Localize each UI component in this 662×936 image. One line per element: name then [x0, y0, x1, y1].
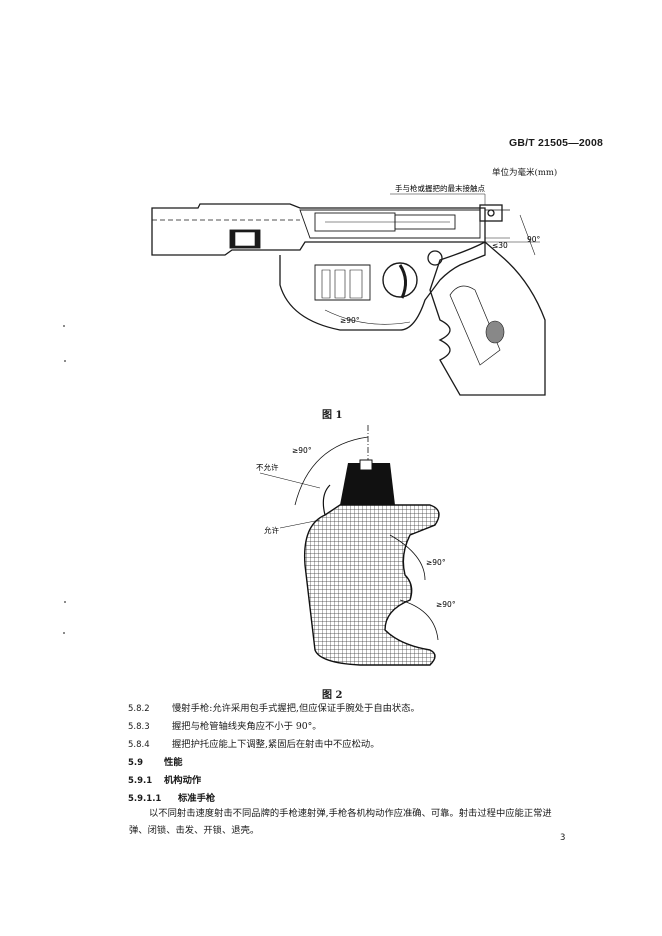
unit-note: 单位为毫米(mm) [492, 168, 558, 178]
scan-speck [64, 360, 66, 362]
figure-1-pistol-drawing: 手与枪或握把的最末接触点 ≤30 90° ≥90° [151, 183, 546, 396]
clause-5-8-4: 5.8.4 握把护托应能上下调整,紧固后在射击中不应松动。 [128, 736, 380, 750]
clause-text: 握把护托应能上下调整,紧固后在射击中不应松动。 [172, 739, 380, 750]
standard-number: GB/T 21505—2008 [509, 137, 604, 149]
clause-number: 5.9 [128, 758, 144, 768]
scan-speck [63, 632, 65, 634]
body-paragraph: 以不同射击速度射击不同品牌的手枪速射弹,手枪各机构动作应准确、可靠。射击过程中应… [129, 808, 552, 836]
clause-number: 5.9.1.1 [128, 794, 162, 804]
fig2-ge90-mid-label: ≥90° [426, 558, 446, 567]
figure-1-caption: 图 1 [322, 410, 343, 421]
clause-number: 5.8.2 [128, 704, 150, 714]
fig2-ge90-low-label: ≥90° [436, 600, 456, 609]
clause-number: 5.9.1 [128, 776, 153, 786]
fig1-ge90-label: ≥90° [340, 316, 360, 325]
fig1-90-label: 90° [527, 235, 541, 244]
clause-heading: 性能 [164, 757, 183, 768]
clause-number: 5.8.3 [128, 722, 150, 732]
clause-text: 慢射手枪:允许采用包手式握把,但应保证手腕处于自由状态。 [172, 703, 420, 714]
clause-number: 5.8.4 [128, 740, 150, 750]
figure-2-caption: 图 2 [322, 690, 343, 701]
scan-speck [63, 325, 65, 327]
clause-heading: 机构动作 [164, 775, 202, 786]
scan-speck [64, 601, 66, 603]
fig1-contact-label: 手与枪或握把的最末接触点 [395, 183, 485, 193]
clause-heading: 标准手枪 [178, 793, 216, 804]
clause-5-8-3: 5.8.3 握把与枪管轴线夹角应不小于 90°。 [128, 718, 322, 732]
clause-5-9: 5.9 性能 [128, 754, 183, 768]
fig2-ge90-top-label: ≥90° [292, 446, 312, 455]
clause-text: 握把与枪管轴线夹角应不小于 90°。 [172, 721, 322, 732]
figure-2-grip-section: ≥90° 不允许 允许 ≥90° ≥90° [256, 425, 456, 666]
fig1-le30-label: ≤30 [492, 241, 508, 250]
fig2-allowed-label: 允许 [264, 525, 279, 535]
fig2-not-allowed-label: 不允许 [256, 462, 279, 472]
clause-5-8-2: 5.8.2 慢射手枪:允许采用包手式握把,但应保证手腕处于自由状态。 [128, 700, 420, 714]
clause-5-9-1: 5.9.1 机构动作 [128, 772, 201, 786]
clause-5-9-1-1: 5.9.1.1 标准手枪 [128, 790, 215, 804]
page-number: 3 [560, 833, 566, 843]
